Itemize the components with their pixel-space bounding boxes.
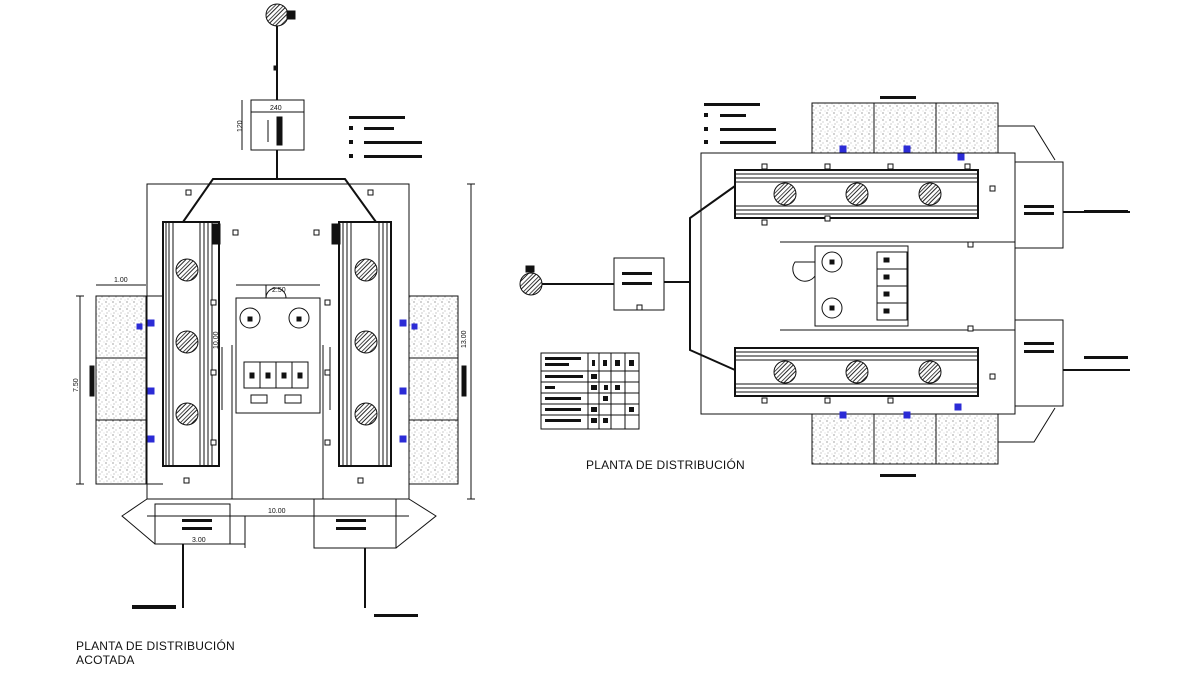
trench-left: [162, 221, 221, 467]
manhole-circle-right: [519, 272, 543, 296]
gravel-beds-bottom: [811, 413, 999, 477]
dim-room-height: 10.00: [213, 331, 220, 349]
schedule-table: [540, 352, 640, 430]
left-plan-title-line2: ACOTADA: [76, 653, 135, 667]
left-plan-title-line1: PLANTA DE DISTRIBUCIÓN: [76, 639, 235, 653]
legend-block: [349, 116, 422, 158]
dim-tank-side: 120: [237, 120, 244, 132]
dim-tank-width: 240: [270, 105, 282, 112]
gravel-beds-top: [811, 96, 999, 154]
dim-bottom-left: 3.00: [192, 537, 206, 544]
control-room: [231, 285, 324, 499]
right-plan-title: PLANTA DE DISTRIBUCIÓN: [586, 458, 745, 472]
distribution-box-right-bottom: [1014, 319, 1064, 407]
trench-right: [331, 221, 392, 467]
left-plan-title: PLANTA DE DISTRIBUCIÓN ACOTADA: [76, 639, 235, 667]
distribution-box-right: [313, 498, 397, 549]
trench-top: [734, 169, 979, 219]
left-plan: 240 120 1.00 7.50 13.00 10.00 3.00 2.50 …: [73, 3, 475, 617]
dim-overall-width: 10.00: [268, 508, 286, 515]
gravel-beds-right: [408, 295, 467, 485]
valve-icons-right: [839, 145, 965, 419]
valve-icons: [136, 319, 418, 443]
right-plan: [519, 96, 1130, 477]
distribution-box-left: [154, 503, 231, 545]
trench-bottom: [734, 347, 979, 397]
dim-room-width: 2.50: [272, 287, 286, 294]
dim-overall-height: 13.00: [461, 330, 468, 348]
dim-bed-height: 7.50: [73, 378, 80, 392]
distribution-box-right-top: [1014, 161, 1064, 249]
control-room-right: [780, 241, 1015, 331]
legend-block-right: [704, 103, 776, 144]
dim-bed-width: 1.00: [114, 277, 128, 284]
manhole-circle: [265, 3, 289, 27]
